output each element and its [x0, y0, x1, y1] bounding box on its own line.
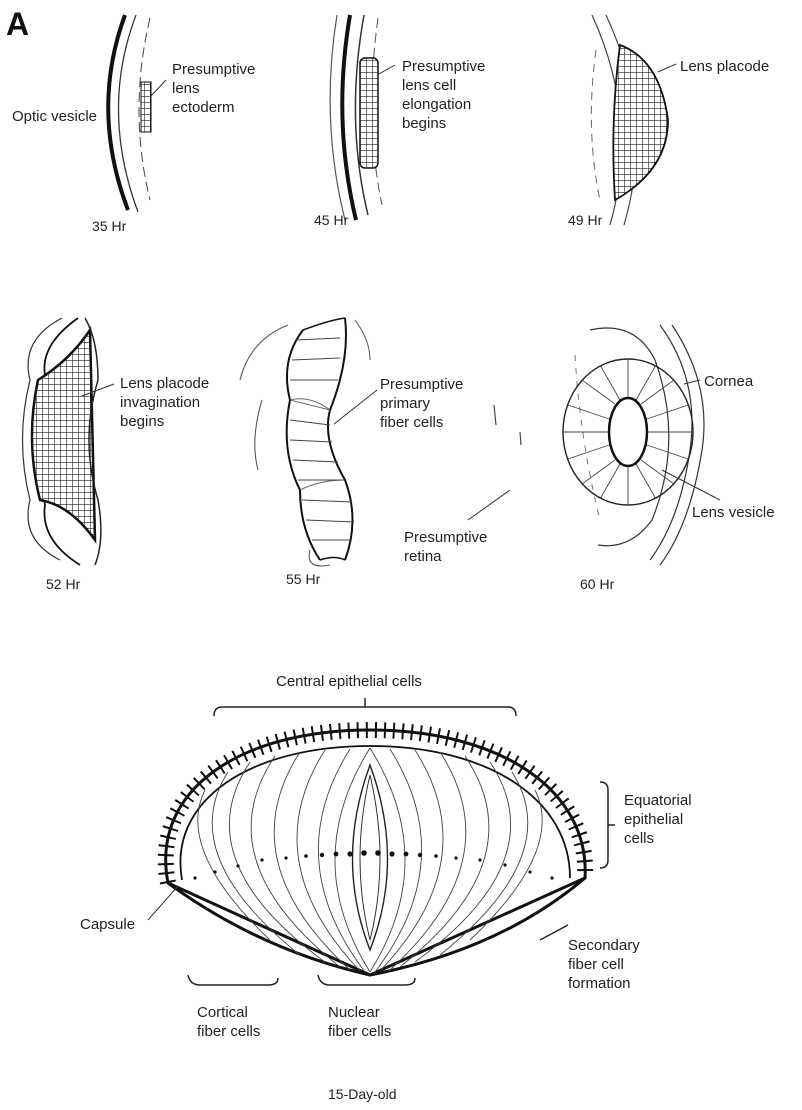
time-60hr: 60 Hr: [580, 576, 614, 592]
stage-35hr-drawing: [108, 15, 166, 212]
stage-60hr-drawing: [563, 325, 720, 565]
label-lens-placode-invagination: Lens placode invagination begins: [120, 374, 209, 431]
stage-49hr-drawing: [591, 15, 676, 225]
label-nuclear-fiber-cells: Nuclear fiber cells: [328, 1003, 391, 1041]
time-45hr: 45 Hr: [314, 212, 348, 228]
mature-lens-drawing: [148, 698, 615, 985]
label-capsule: Capsule: [80, 915, 135, 934]
label-lens-cell-elongation: Presumptive lens cell elongation begins: [402, 57, 485, 133]
label-presumptive-lens-ectoderm: Presumptive lens ectoderm: [172, 60, 255, 117]
label-cornea: Cornea: [704, 372, 753, 391]
panel-letter: A: [6, 6, 29, 43]
label-optic-vesicle: Optic vesicle: [12, 107, 97, 126]
label-central-epithelial-cells: Central epithelial cells: [276, 672, 422, 691]
label-lens-placode: Lens placode: [680, 57, 769, 76]
caption-15-day-old: 15-Day-old: [328, 1086, 396, 1102]
label-presumptive-primary-fiber-cells: Presumptive primary fiber cells: [380, 375, 463, 432]
label-lens-vesicle: Lens vesicle: [692, 503, 775, 522]
time-49hr: 49 Hr: [568, 212, 602, 228]
stage-52hr-drawing: [23, 318, 115, 565]
label-secondary-fiber-cell-formation: Secondary fiber cell formation: [568, 936, 640, 993]
time-35hr: 35 Hr: [92, 218, 126, 234]
label-cortical-fiber-cells: Cortical fiber cells: [197, 1003, 260, 1041]
label-presumptive-retina: Presumptive retina: [404, 528, 487, 566]
time-52hr: 52 Hr: [46, 576, 80, 592]
label-equatorial-epithelial-cells: Equatorial epithelial cells: [624, 791, 692, 848]
stage-45hr-drawing: [330, 15, 395, 220]
time-55hr: 55 Hr: [286, 571, 320, 587]
